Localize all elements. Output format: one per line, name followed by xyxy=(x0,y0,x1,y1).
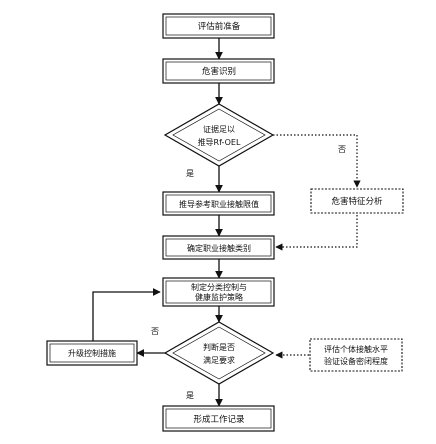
decision-oel: 证据足以 推导Rf-OEL xyxy=(163,103,275,167)
edge-analysis-to-category xyxy=(275,215,358,251)
decision-requirement: 判断是否 满足要求 xyxy=(163,321,275,385)
node-hazard-analysis: 危害特征分析 xyxy=(310,188,404,214)
node-upgrade-control-label: 升级控制措施 xyxy=(68,348,116,358)
decision-oel-label-2: 推导Rf-OEL xyxy=(198,137,241,147)
decision-requirement-label-1: 判断是否 xyxy=(203,342,235,352)
node-derive-oel: 推导参考职业接触限值 xyxy=(162,191,275,216)
node-assess-exposure: 评估个体接触水平 验证设备密闭程度 xyxy=(309,338,403,372)
node-prep: 评估前准备 xyxy=(162,13,275,39)
node-exposure-category: 确定职业接触类别 xyxy=(162,235,275,260)
node-control-strategy: 制定分类控制与 健康监护策略 xyxy=(162,277,275,307)
edge-label-req-yes: 是 xyxy=(186,391,194,400)
edge-label-oel-no: 否 xyxy=(338,145,346,154)
node-assess-exposure-label-1: 评估个体接触水平 xyxy=(324,344,388,354)
node-prep-label: 评估前准备 xyxy=(198,21,241,32)
node-exposure-category-label: 确定职业接触类别 xyxy=(187,243,251,253)
node-derive-oel-label: 推导参考职业接触限值 xyxy=(179,199,259,209)
node-record-label: 形成工作记录 xyxy=(193,414,245,425)
edge-label-oel-yes: 是 xyxy=(186,169,194,178)
node-control-strategy-label-1: 制定分类控制与 xyxy=(191,282,247,292)
edge-label-req-no: 否 xyxy=(151,327,159,336)
node-hazard-id: 危害识别 xyxy=(162,58,275,84)
edge-decision-no-to-analysis xyxy=(273,134,361,188)
node-assess-exposure-label-2: 验证设备密闭程度 xyxy=(324,356,388,366)
decision-oel-label-1: 证据足以 xyxy=(203,124,235,134)
node-hazard-id-label: 危害识别 xyxy=(202,66,236,77)
node-control-strategy-label-2: 健康监护策略 xyxy=(195,292,243,302)
decision-requirement-label-2: 满足要求 xyxy=(203,355,235,365)
node-record: 形成工作记录 xyxy=(162,405,275,432)
edge-upgrade-to-control xyxy=(92,288,161,341)
node-upgrade-control: 升级控制措施 xyxy=(46,340,138,366)
node-hazard-analysis-label: 危害特征分析 xyxy=(331,196,383,207)
